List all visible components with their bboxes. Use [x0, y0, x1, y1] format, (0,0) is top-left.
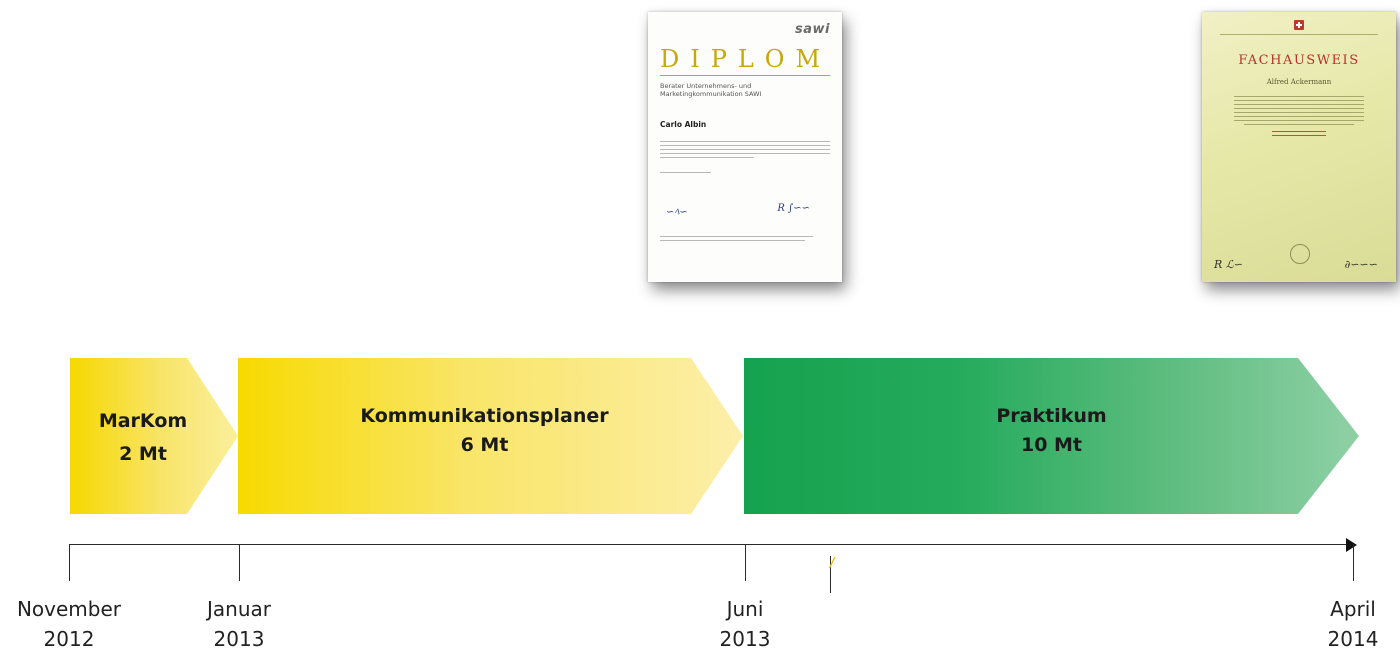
- phase-title: MarKom: [98, 410, 188, 432]
- certificate-highlight-text: [1272, 131, 1326, 136]
- diploma-signatures: ∽ﾍ∽𝑅 ∫∽∽: [666, 203, 810, 218]
- divider: [660, 75, 830, 76]
- phase-duration: 6 Mt: [460, 434, 509, 456]
- phase-title: Kommunikationsplaner: [360, 405, 609, 427]
- timeline-tick: [745, 544, 746, 581]
- diploma-holder-name: Carlo Albin: [660, 120, 707, 129]
- timeline-tick: [239, 544, 240, 581]
- divider: [1220, 34, 1378, 35]
- sawi-diploma-image: sawi/ DIPLOM Berater Unternehmens- und M…: [648, 12, 842, 593]
- phase-duration: 2 Mt: [119, 443, 167, 465]
- diploma-subtitle: Berater Unternehmens- und Marketingkommu…: [660, 82, 762, 98]
- timeline-tick: [69, 544, 70, 581]
- fachausweis-certificate-image: FACHAUSWEIS Alfred Ackermann 𝑅 ℒ∽∂∽∽∽: [1202, 12, 1396, 282]
- phase-markom: MarKom 2 Mt: [70, 358, 238, 514]
- diploma-place-date: [660, 172, 830, 173]
- phase-duration: 10 Mt: [1020, 434, 1083, 456]
- diploma-footer: [660, 236, 830, 241]
- timeline-tick: [1353, 544, 1354, 581]
- certificate-body-text: [1234, 96, 1364, 125]
- arrow-right-icon: [1346, 538, 1357, 552]
- certificate-holder-name: Alfred Ackermann: [1266, 78, 1332, 86]
- phase-kommunikationsplaner: Kommunikationsplaner 6 Mt: [238, 358, 743, 514]
- certificate-signatures: 𝑅 ℒ∽∂∽∽∽: [1214, 258, 1378, 271]
- diploma-body-text: [660, 141, 830, 158]
- phase-praktikum: Praktikum 10 Mt: [744, 358, 1359, 514]
- sawi-logo: sawi/: [660, 22, 835, 593]
- swiss-cross-icon: [1294, 20, 1304, 30]
- seal-icon: [1290, 244, 1310, 264]
- certificate-title: FACHAUSWEIS: [1238, 53, 1360, 68]
- phase-title: Praktikum: [996, 405, 1107, 427]
- timeline-axis: [69, 544, 1349, 545]
- diploma-title: DIPLOM: [660, 45, 832, 73]
